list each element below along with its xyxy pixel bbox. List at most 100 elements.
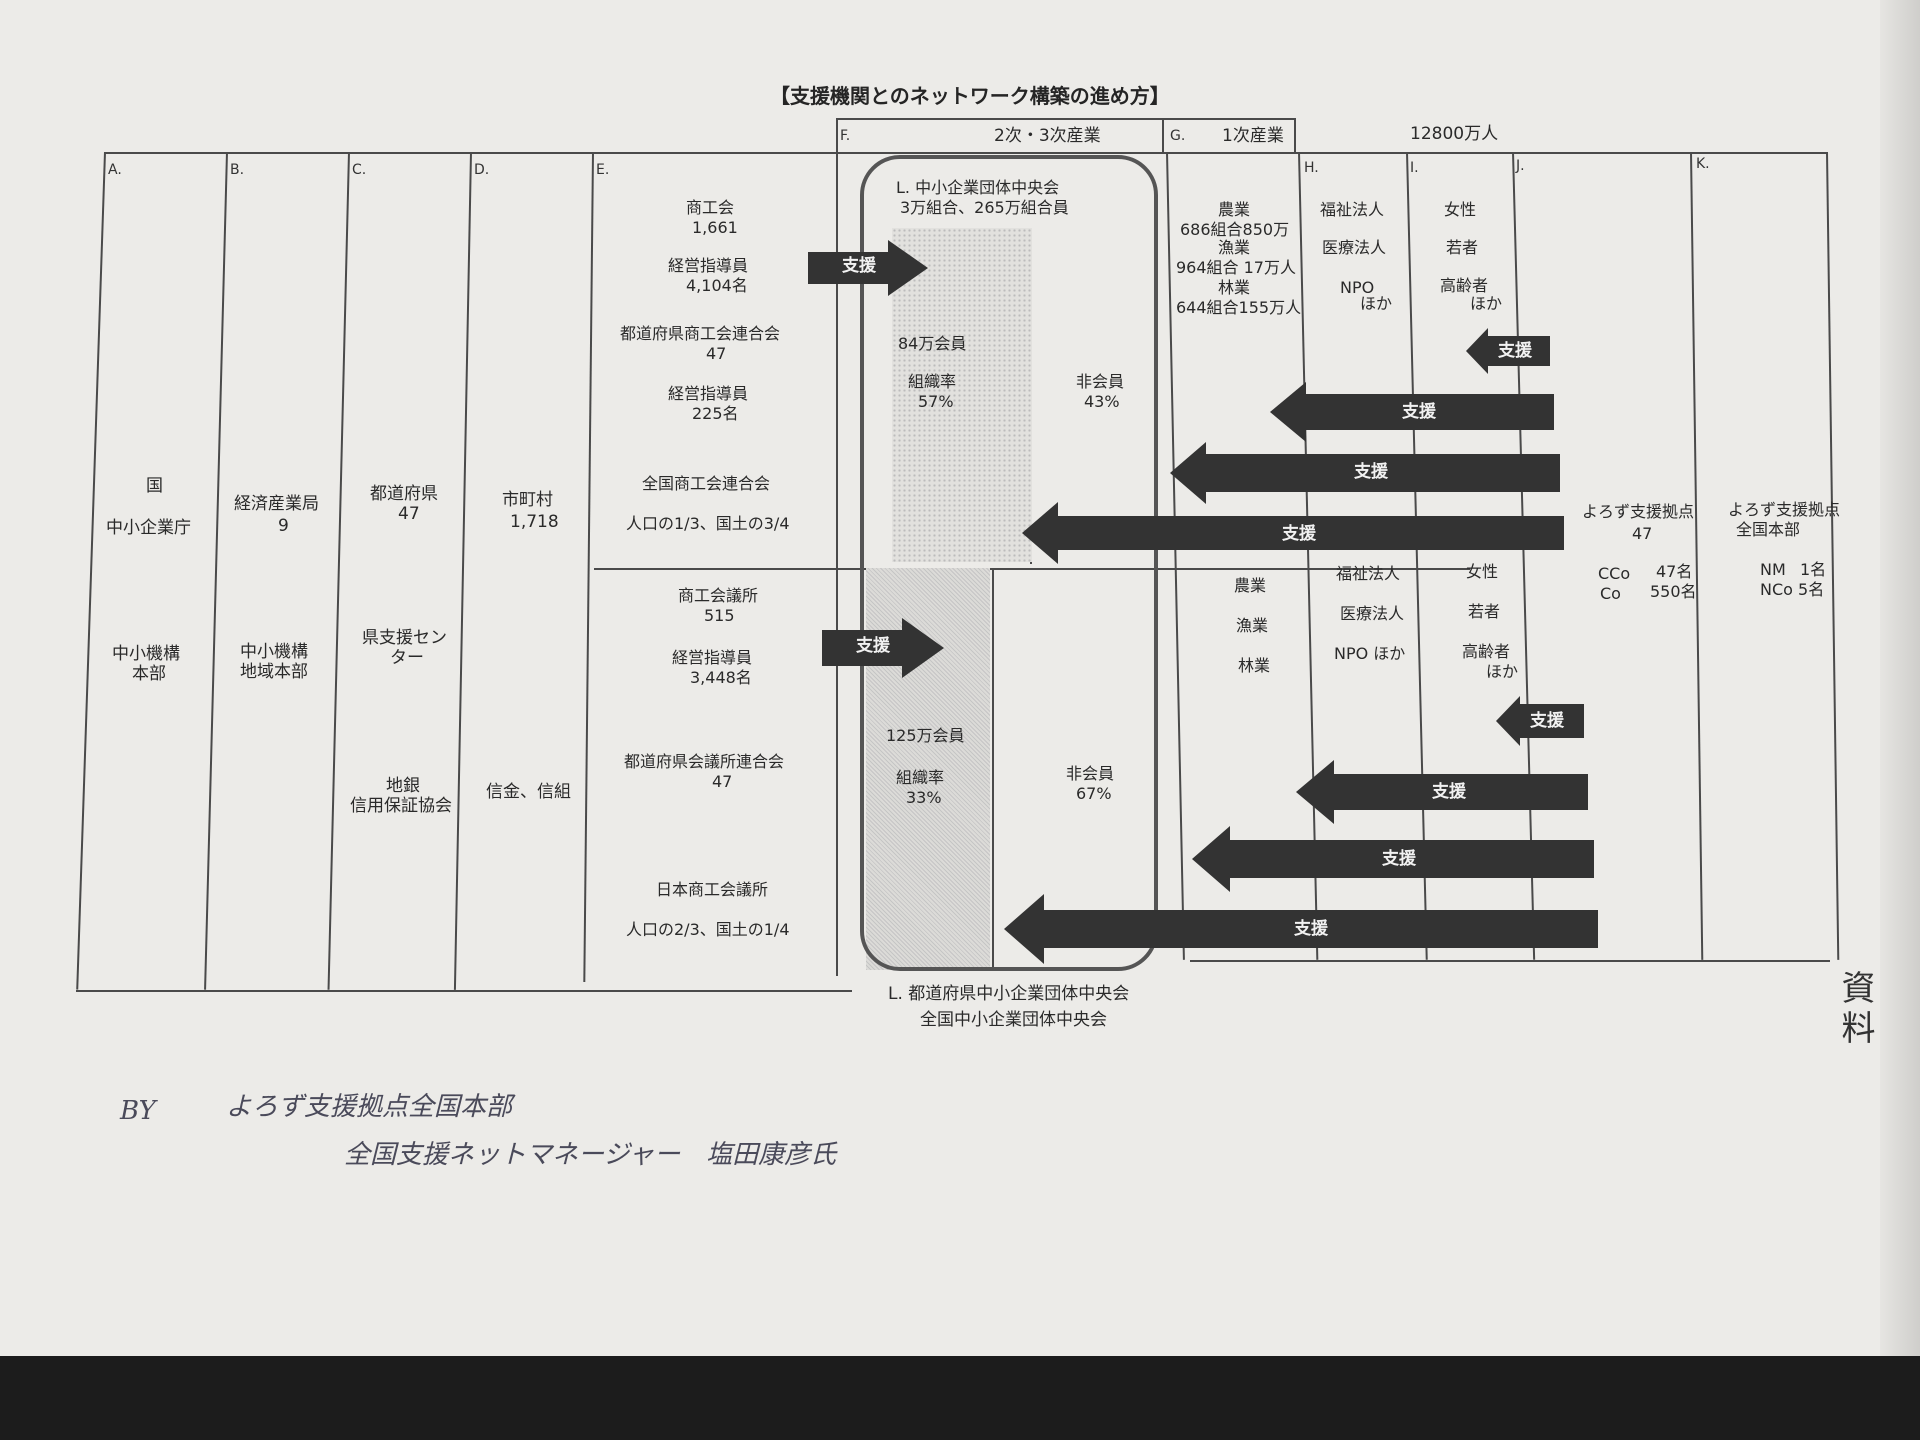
arrow-left-shape [1496,696,1584,746]
j-text-4: 47名 [1656,562,1693,581]
col-g-label: G. [1170,128,1186,144]
j-text-6: 550名 [1650,582,1697,601]
i-upper-3: 高齢者 [1440,276,1489,295]
shidoin-label-2: 経営指導員 [668,384,749,403]
arrow-left-shape [1170,442,1560,504]
col-d-text-2: 1,718 [510,512,559,532]
col-d-text-3: 信金、信組 [486,782,571,802]
col-a-text-4: 本部 [132,664,166,684]
support-arrow-left-1: 支援 [1466,328,1550,374]
shokokai-count: 1,661 [692,218,738,237]
support-arrow-left-5: 支援 [1496,696,1584,746]
support-arrow-left-2: 支援 [1270,382,1554,442]
col-j-label: J. [1516,158,1525,174]
coverage-lower: 人口の2/3、国土の1/4 [626,920,790,939]
g-upper-4: 964組合 17万人 [1176,258,1296,277]
col-c-text-2: 47 [398,504,420,524]
cci-shidoin-count: 3,448名 [690,668,752,687]
g-lower-3: 林業 [1238,656,1271,675]
handwriting-by: BY [120,1096,156,1126]
col-a-text-1: 国 [146,476,163,496]
i-upper-2: 若者 [1446,238,1479,257]
i-lower-2: 若者 [1468,602,1501,621]
col-c-text-3: 県支援セン [362,628,447,648]
arrow-left-shape [1296,760,1588,824]
header-right-line [1294,118,1296,152]
i-lower-3: 高齢者 [1462,642,1511,661]
support-arrow-left-4: 支援 [1022,502,1564,564]
table-top-line [104,152,1828,154]
col-d-label: D. [474,162,490,178]
col-a-text-2: 中小企業庁 [106,518,191,538]
arrow-left-shape [1022,502,1564,564]
h-upper-3: NPO [1340,278,1375,297]
col-a-label: A. [108,162,122,178]
k-text-1: よろず支援拠点 [1728,500,1841,519]
support-arrow-left-3: 支援 [1170,442,1560,504]
national-cci: 日本商工会議所 [656,880,769,899]
arrow-label: 支援 [1498,341,1532,361]
population-label: 12800万人 [1410,124,1499,144]
col-f-label: F. [840,128,851,144]
cci-pref-rengo-label: 都道府県会議所連合会 [624,752,785,771]
col-c-text-6: 信用保証協会 [350,796,452,816]
col-d-text-1: 市町村 [502,490,553,510]
g-upper-3: 漁業 [1218,238,1251,257]
col-a-text-3: 中小機構 [112,644,180,664]
arrow-label: 支援 [856,636,890,656]
arrow-label: 支援 [1354,462,1388,482]
chuokai-capsule [860,155,1158,971]
cci-shidoin-label: 経営指導員 [672,648,753,667]
k-text-3: NM [1760,560,1786,579]
footer-line-2: 全国中小企業団体中央会 [920,1010,1107,1030]
footer-line-1: L. 都道府県中小企業団体中央会 [888,984,1130,1004]
document-stamp: 資料 [1835,970,1875,1050]
col-b-text-3: 中小機構 [240,642,308,662]
arrow-left-shape [1004,894,1598,964]
non-member-label-upper: 非会員 [1076,372,1125,391]
rate-label-upper: 組織率 [908,372,957,391]
k-text-2: 全国本部 [1736,520,1801,539]
j-text-1: よろず支援拠点 [1582,502,1695,521]
col-c-text-4: ター [390,648,424,668]
j-text-3: CCo [1598,564,1631,583]
col-h-label: H. [1304,160,1319,176]
shidoin-label-1: 経営指導員 [668,256,749,275]
cci-label: 商工会議所 [678,586,759,605]
j-text-5: Co [1600,584,1621,603]
arrow-label: 支援 [1282,524,1316,544]
support-arrow-left-7: 支援 [1192,826,1594,892]
handwriting-line-2: 全国支援ネットマネージャー 塩田康彦氏 [344,1140,837,1170]
non-member-rate-lower: 67% [1076,784,1112,803]
col-c-text-1: 都道府県 [370,484,438,504]
support-arrow-left-8: 支援 [1004,894,1598,964]
header-top-line [836,118,1296,120]
h-lower-1: 福祉法人 [1336,564,1401,583]
arrow-left-shape [1466,328,1550,374]
shokokai-label: 商工会 [686,198,735,217]
sector-1-label: 1次産業 [1222,126,1284,146]
paper-edge [1880,0,1920,1356]
arrow-label: 支援 [1530,711,1564,731]
i-upper-4: ほか [1470,294,1503,313]
table-bottom-line-right [1190,960,1830,962]
g-upper-2: 686組合850万 [1180,220,1290,239]
g-lower-2: 漁業 [1236,616,1269,635]
arrow-right-shape [808,240,928,296]
coverage-upper: 人口の1/3、国土の3/4 [626,514,790,533]
pref-rengo-label: 都道府県商工会連合会 [620,324,781,343]
h-upper-4: ほか [1360,294,1393,313]
col-f-left-line [836,152,838,976]
pref-rengo-count: 47 [706,344,727,363]
col-e-label: E. [596,162,610,178]
i-upper-1: 女性 [1444,200,1477,219]
arrow-left-shape [1270,382,1554,442]
arrow-label: 支援 [1432,782,1466,802]
shidoin-count-2: 225名 [692,404,739,423]
arrow-label: 支援 [842,256,876,276]
arrow-left-shape [1192,826,1594,892]
national-shokokai: 全国商工会連合会 [642,474,771,493]
sector-23-label: 2次・3次産業 [994,126,1101,146]
arrow-label: 支援 [1294,919,1328,939]
arrow-right-shape [822,618,944,678]
